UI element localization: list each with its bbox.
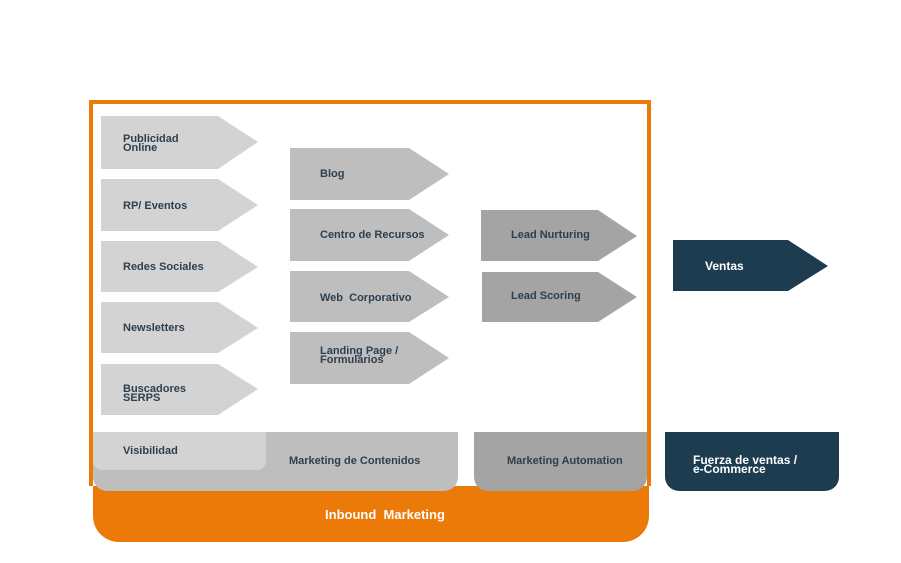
marketing-automation-box xyxy=(474,432,647,491)
arrow-centro-recursos xyxy=(290,209,449,261)
arrow-ventas xyxy=(673,240,828,291)
label-redes-sociales: Redes Sociales xyxy=(123,261,204,273)
label-newsletters: Newsletters xyxy=(123,322,185,334)
label-publicidad-online: Publicidad Online xyxy=(123,133,179,154)
arrow-web-corporativo xyxy=(290,271,449,322)
label-centro-recursos: Centro de Recursos xyxy=(320,229,425,241)
arrow-blog xyxy=(290,148,449,200)
label-line: Online xyxy=(123,142,158,154)
fuerza-ventas-box xyxy=(665,432,839,491)
label-line: SERPS xyxy=(123,392,161,404)
label-lead-nurturing: Lead Nurturing xyxy=(511,229,590,241)
arrow-newsletters xyxy=(101,302,258,353)
arrow-lead-nurturing xyxy=(481,210,637,261)
label-line: Publicidad xyxy=(123,133,179,145)
label-visibilidad: Visibilidad xyxy=(123,445,178,457)
arrow-lead-scoring xyxy=(482,272,637,322)
label-lead-scoring: Lead Scoring xyxy=(511,290,581,302)
label-rp-eventos: RP/ Eventos xyxy=(123,200,188,212)
arrow-redes-sociales xyxy=(101,241,258,292)
label-inbound-marketing: Inbound Marketing xyxy=(325,507,445,522)
arrow-buscadores xyxy=(101,364,258,415)
arrow-rp-eventos xyxy=(101,179,258,231)
label-landing-page: Landing Page / Formularios xyxy=(320,345,399,366)
label-line: Fuerza de ventas / xyxy=(693,453,798,467)
visibilidad-box xyxy=(93,432,266,470)
label-line: Landing Page / xyxy=(320,345,399,357)
arrow-landing-page xyxy=(290,332,449,384)
label-web-corporativo: Web Corporativo xyxy=(320,292,412,304)
label-line: Formularios xyxy=(320,354,384,366)
label-buscadores-serps: Buscadores SERPS xyxy=(123,383,186,404)
label-fuerza-ventas: Fuerza de ventas / e-Commerce xyxy=(693,453,798,476)
label-marketing-automation: Marketing Automation xyxy=(507,455,623,467)
label-line: Buscadores xyxy=(123,383,186,395)
label-ventas: Ventas xyxy=(705,259,744,273)
label-blog: Blog xyxy=(320,168,345,180)
arrow-publicidad-online xyxy=(101,116,258,169)
label-marketing-contenidos: Marketing de Contenidos xyxy=(289,455,421,467)
label-line: e-Commerce xyxy=(693,462,766,476)
